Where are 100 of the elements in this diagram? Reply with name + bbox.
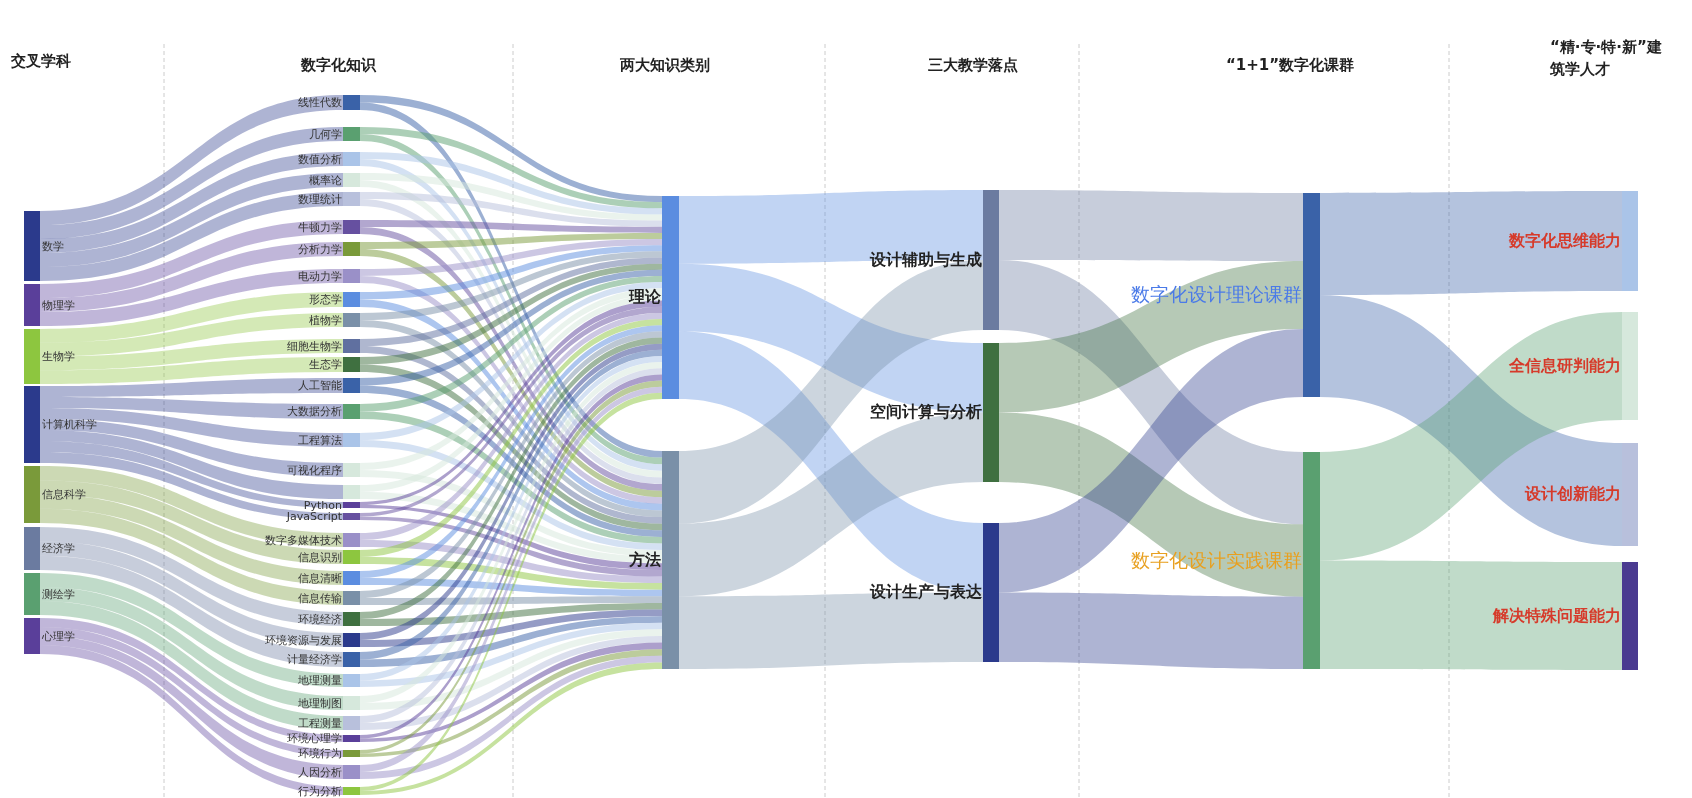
- flow-band: [40, 127, 343, 239]
- node-label: 分析力学: [298, 241, 342, 257]
- flow-band: [40, 587, 343, 710]
- flow-band: [360, 602, 662, 626]
- flow-band: [360, 540, 662, 584]
- flow-band: [360, 470, 662, 557]
- flow-band: [40, 313, 343, 357]
- flow-band: [40, 452, 343, 520]
- flow-band: [40, 419, 343, 477]
- node-label: 环境行为: [298, 746, 342, 761]
- flow-band: [40, 269, 343, 326]
- node-label: 数学: [42, 238, 64, 254]
- node-label: 计量经济学: [287, 652, 342, 667]
- flow-band: [360, 95, 662, 203]
- flow-band: [40, 494, 343, 585]
- node-label: 工程算法: [298, 432, 342, 448]
- column-heading: 数字化知识: [300, 56, 376, 75]
- flow-band: [999, 412, 1303, 597]
- flow-band: [40, 618, 343, 742]
- flow-band: [999, 592, 1303, 669]
- flow-band: [360, 557, 662, 590]
- node-label: 设计创新能力: [1525, 484, 1621, 505]
- flow-band: [360, 127, 662, 209]
- flow-band: [679, 260, 983, 524]
- node-label: 地理测量: [298, 673, 342, 688]
- flow-band: [360, 232, 662, 249]
- flow-band: [360, 192, 662, 227]
- flow-band: [1320, 560, 1622, 670]
- flow-band: [679, 263, 983, 413]
- node-label: 信息科学: [42, 487, 86, 502]
- flow-band: [360, 622, 662, 687]
- node-label: 物理学: [42, 297, 75, 313]
- flow-band: [40, 480, 343, 564]
- node-label: 解决特殊问题能力: [1493, 605, 1621, 627]
- flow-band: [679, 592, 983, 669]
- flow-band: [360, 440, 662, 551]
- flow-band: [360, 655, 662, 779]
- flow-band: [40, 357, 343, 384]
- flow-band: [360, 505, 662, 570]
- flow-band: [999, 261, 1303, 413]
- node-label: 心理学: [42, 628, 75, 644]
- column-heading: 三大教学落点: [928, 56, 1018, 75]
- flow-band: [360, 257, 662, 346]
- node-label: 全信息研判能力: [1509, 355, 1621, 377]
- flow-band: [40, 292, 343, 343]
- flow-band: [360, 220, 662, 233]
- flow-band: [360, 516, 662, 577]
- node-label: 细胞生物学: [287, 338, 342, 354]
- flow-band: [999, 260, 1303, 525]
- flow-band: [360, 251, 662, 320]
- node-label: 环境心理学: [287, 731, 342, 746]
- node-label: Python: [303, 498, 342, 512]
- flow-band: [360, 245, 662, 300]
- flow-band: [40, 192, 343, 281]
- flow-band: [40, 430, 343, 499]
- flow-band: [360, 269, 662, 386]
- node-label: 工程测量: [298, 715, 342, 731]
- node-label: JavaScript: [286, 510, 342, 523]
- node-label: 理论: [629, 287, 661, 308]
- node-label: 数理统计: [298, 191, 342, 207]
- flow-band: [360, 609, 662, 647]
- flow-band: [360, 411, 662, 544]
- node-label: 数字多媒体技术: [265, 532, 342, 548]
- node-label: 形态学: [309, 292, 342, 307]
- flow-band: [40, 555, 343, 667]
- flow-band: [679, 190, 983, 264]
- flow-band: [360, 629, 662, 710]
- flow-band: [360, 642, 662, 742]
- node-label: 几何学: [309, 126, 342, 142]
- node-label: 设计辅助与生成: [870, 249, 982, 271]
- flow-band: [40, 173, 343, 267]
- node-label: 经济学: [42, 541, 75, 556]
- column-heading: 两大知识类别: [620, 56, 710, 75]
- column-heading: 交叉学科: [11, 52, 71, 71]
- flow-band: [1320, 191, 1622, 295]
- flow-band: [40, 527, 343, 626]
- flow-band: [40, 441, 343, 508]
- flow-band: [360, 616, 662, 667]
- flow-band: [360, 239, 662, 276]
- flow-band: [40, 508, 343, 605]
- flow-band: [40, 220, 343, 298]
- flow-band: [360, 649, 662, 757]
- node-label: 设计生产与表达: [870, 582, 982, 603]
- flow-band: [360, 173, 662, 221]
- flow-band: [360, 282, 662, 440]
- flow-band: [360, 275, 662, 412]
- node-label: 电动力学: [298, 268, 342, 284]
- node-label: 可视化程序: [287, 462, 342, 478]
- flow-band: [679, 331, 983, 593]
- flow-band: [40, 636, 343, 779]
- flow-band: [40, 627, 343, 757]
- column-heading: “精·专·特·新”建筑学人才: [1550, 37, 1663, 80]
- column-heading: “1+1”数字化课群: [1225, 56, 1355, 75]
- node-label: 空间计算与分析: [870, 402, 982, 423]
- node-label: 信息识别: [298, 549, 342, 565]
- flow-band: [360, 152, 662, 215]
- flow-band: [40, 152, 343, 253]
- node-label: 概率论: [309, 172, 342, 188]
- node-label: 大数据分析: [287, 404, 342, 419]
- flow-band: [679, 412, 983, 597]
